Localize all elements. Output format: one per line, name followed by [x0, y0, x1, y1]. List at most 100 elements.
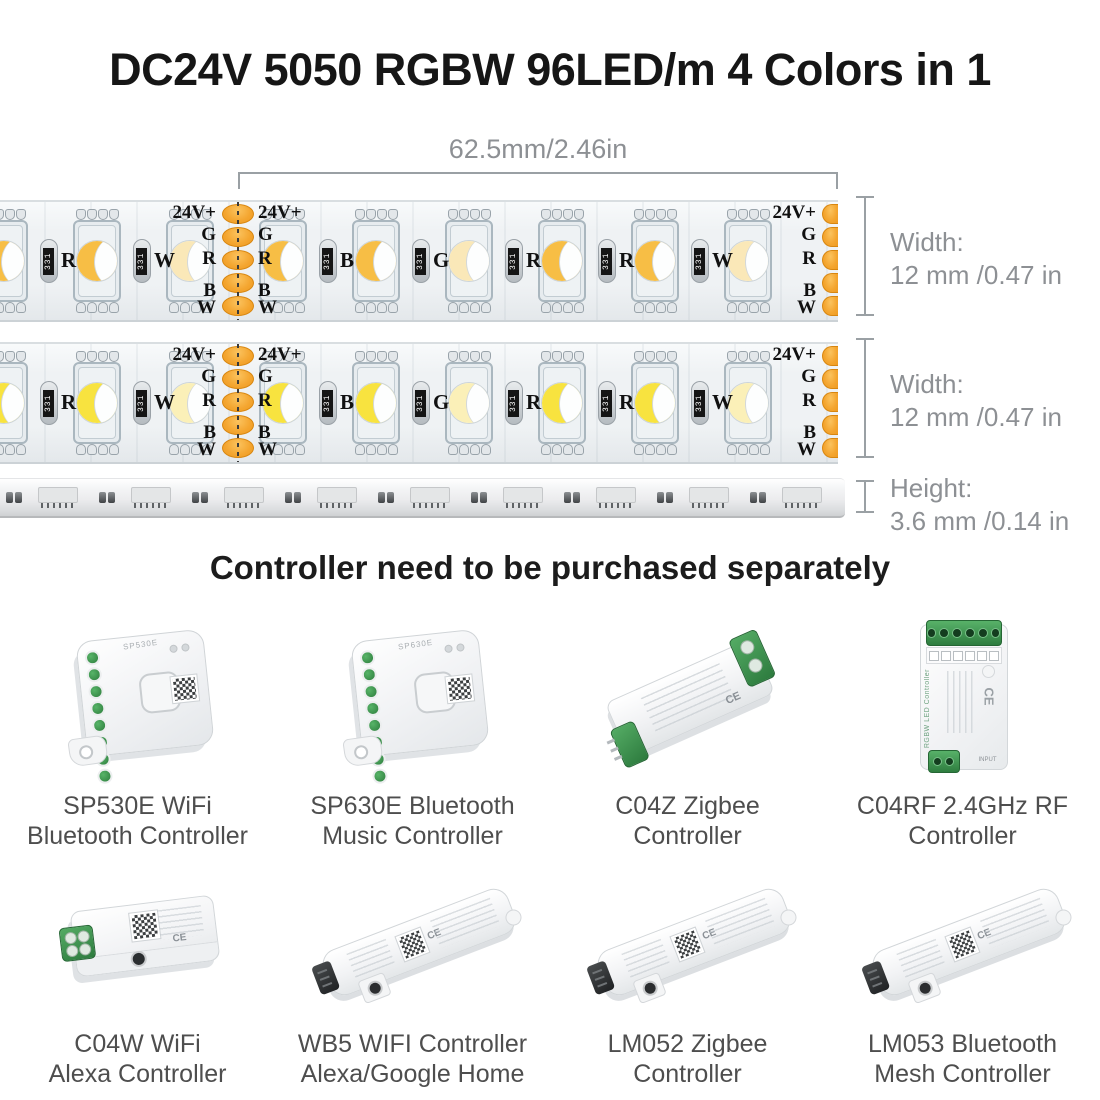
- led-body: [259, 362, 307, 444]
- led-module: [259, 209, 307, 313]
- side-component: [192, 492, 199, 503]
- led-pin: [470, 209, 480, 220]
- height-label: Height:: [890, 473, 973, 503]
- side-led-chip: [503, 487, 543, 503]
- side-led-pin: [524, 503, 526, 508]
- led-body: [445, 362, 493, 444]
- pad-label: G: [801, 366, 816, 387]
- resistor: 331: [133, 381, 151, 425]
- led-lens: [262, 240, 304, 282]
- label-line-2: Bluetooth Controller: [27, 821, 248, 850]
- pad-label: R: [258, 248, 272, 269]
- side-led-chip: [689, 487, 729, 503]
- led-pin: [377, 209, 387, 220]
- led-pin: [634, 209, 644, 220]
- led-pin: [355, 444, 365, 455]
- led-module: [724, 351, 772, 455]
- led-inner: [448, 367, 490, 439]
- led-pin: [169, 209, 179, 220]
- label-line-1: C04RF 2.4GHz RF: [856, 792, 1069, 820]
- side-led-pin: [617, 503, 619, 508]
- led-lens: [76, 382, 118, 424]
- led-pin: [0, 209, 4, 220]
- resistor-code: 331: [694, 390, 705, 417]
- led-pin: [552, 209, 562, 220]
- led-pin: [749, 351, 759, 362]
- controller-label: C04W WiFi Alexa Controller: [49, 1030, 227, 1089]
- led-strip-side-view: [0, 478, 845, 518]
- resistor-channel-letter: W: [154, 248, 175, 272]
- side-component: [750, 492, 757, 503]
- led-pin: [355, 351, 365, 362]
- led-pin: [355, 302, 365, 313]
- terminal-block: [927, 750, 960, 773]
- pad-label: W: [797, 297, 816, 318]
- resistor-channel-letter: R: [61, 248, 77, 272]
- side-led-pin: [443, 503, 445, 508]
- resistor-code: 331: [136, 248, 147, 275]
- led-module: [352, 209, 400, 313]
- led-lens-cover: [94, 383, 117, 423]
- led-pin: [645, 302, 655, 313]
- side-led-pin: [599, 503, 601, 508]
- led-pin: [109, 351, 119, 362]
- resistor: 331: [505, 239, 523, 283]
- led-body: [445, 220, 493, 302]
- side-component: [471, 492, 478, 503]
- led-pin: [284, 444, 294, 455]
- led-pin: [5, 302, 15, 313]
- controller-label: C04RF 2.4GHz RF Controller: [857, 792, 1068, 851]
- led-pin: [262, 302, 272, 313]
- led-inner: [76, 225, 118, 297]
- pad-label: G: [201, 366, 216, 387]
- led-pin: [0, 444, 4, 455]
- side-led-pin: [140, 503, 142, 508]
- resistor-code: 331: [508, 390, 519, 417]
- wiring-label-band: [925, 647, 1002, 664]
- led-pin: [98, 209, 108, 220]
- controllers-section-title: Controller need to be purchased separate…: [209, 549, 891, 586]
- led-pin: [541, 302, 551, 313]
- resistor-code: 331: [694, 248, 705, 275]
- led-module: [631, 209, 679, 313]
- led-body: [631, 220, 679, 302]
- controllers-row-1: SP530E SP530E WiFi Bluetooth Controller: [0, 600, 1100, 851]
- mounting-tab: [1052, 907, 1074, 928]
- side-led-pin: [338, 503, 340, 508]
- led-pin: [574, 351, 584, 362]
- led-inner: [541, 367, 583, 439]
- side-led-chip: [317, 487, 357, 503]
- pad-label: B: [803, 422, 816, 443]
- pad-label: W: [197, 297, 216, 318]
- side-led-pin: [437, 503, 439, 508]
- side-led-chip: [782, 487, 822, 503]
- resistor-code: 331: [415, 248, 426, 275]
- led-pin: [180, 444, 190, 455]
- resistor-channel-letter: G: [433, 248, 450, 272]
- pad-label: B: [203, 280, 216, 301]
- width-value: 12 mm /0.47 in: [890, 401, 1062, 432]
- side-led-pin: [134, 503, 136, 508]
- resistor-channel-letter: B: [340, 248, 355, 272]
- pad-label: 24V+: [772, 344, 816, 365]
- label-line-2: Music Controller: [322, 821, 503, 850]
- led-pin: [459, 302, 469, 313]
- led-lens: [76, 240, 118, 282]
- side-led-pin: [251, 503, 253, 508]
- side-led-pin: [512, 503, 514, 508]
- led-pin: [169, 444, 179, 455]
- led-pin: [202, 302, 212, 313]
- led-pin: [76, 302, 86, 313]
- led-pin: [563, 209, 573, 220]
- resistor-code: 331: [601, 390, 612, 417]
- led-lens: [355, 240, 397, 282]
- device-model-text: SP630E: [396, 637, 434, 652]
- led-lens: [541, 240, 583, 282]
- pad-label: R: [802, 248, 816, 269]
- label-line-2: Controller: [633, 1059, 742, 1088]
- c04w-controller-image: CE: [0, 852, 275, 1030]
- led-pin: [109, 444, 119, 455]
- side-led-pin: [146, 503, 148, 508]
- led-pin: [273, 302, 283, 313]
